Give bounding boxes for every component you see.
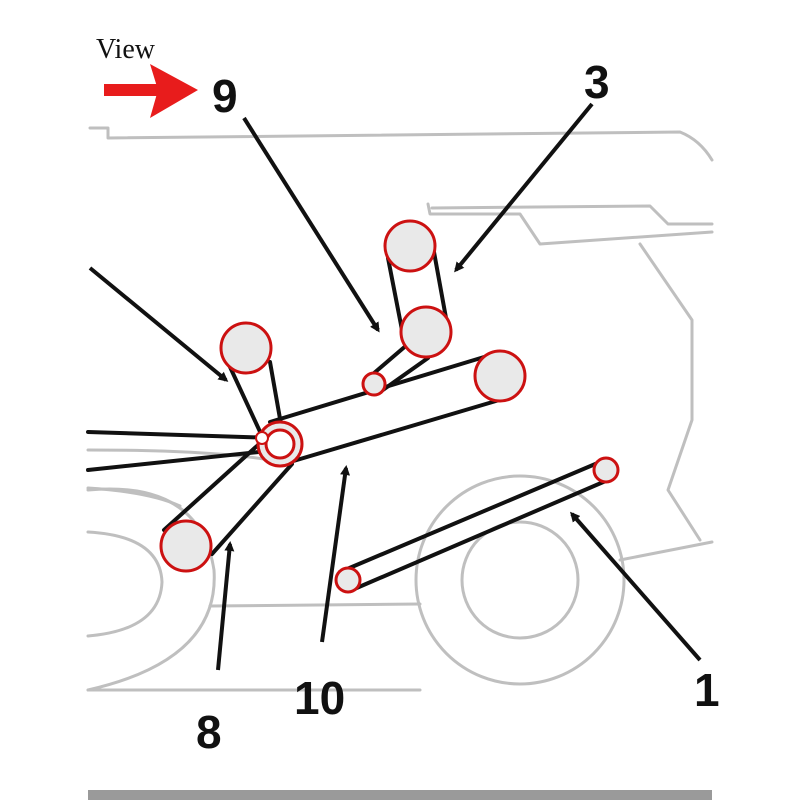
pulley-lower-left — [159, 519, 213, 573]
leader-left — [88, 266, 229, 382]
pulley-mid — [399, 305, 453, 359]
pulley-center-hub — [255, 431, 269, 445]
machine-outline — [86, 126, 714, 692]
machine-hood-line — [426, 202, 714, 246]
bottom-border-bar — [88, 790, 712, 800]
machine-frame-bottom — [208, 602, 422, 608]
view-label: View — [96, 34, 156, 65]
pulleys — [159, 219, 620, 594]
pulley-center-inner — [264, 428, 296, 460]
belt-10-bottom — [288, 396, 508, 464]
machine-side-line — [86, 448, 272, 462]
right-wheel-inner — [460, 520, 580, 640]
view-arrow-shaft — [104, 84, 166, 96]
leader-1 — [570, 511, 702, 662]
callouts: 9 3 8 10 1 — [196, 56, 720, 758]
pulley-upper-left — [219, 321, 273, 375]
belt-8-right — [210, 462, 294, 556]
callout-3: 3 — [584, 56, 610, 108]
left-wheel-outer — [86, 487, 216, 692]
pulley-small-idler — [361, 371, 387, 397]
leader-8 — [216, 541, 235, 671]
left-wheel-inner — [86, 530, 164, 638]
pulley-right — [473, 349, 527, 403]
machine-rear-panel — [638, 242, 702, 542]
belt-3-right — [432, 250, 448, 320]
leader-3 — [454, 102, 594, 273]
pulley-top — [383, 219, 437, 273]
callout-8: 8 — [196, 706, 222, 758]
right-wheel-outer — [414, 474, 626, 686]
pulley-belt1-right — [592, 456, 620, 484]
leader-10 — [320, 465, 350, 643]
machine-skirt-line — [618, 540, 714, 562]
view-indicator: View — [96, 34, 198, 118]
callout-1: 1 — [694, 664, 720, 716]
belt-left-a — [86, 430, 278, 440]
callout-9: 9 — [212, 70, 238, 122]
belt-8-left — [162, 434, 270, 532]
belt-left-b — [86, 448, 280, 472]
belt-1-bottom — [350, 478, 610, 592]
belt-upper-left-b — [268, 360, 284, 432]
leader-9 — [242, 116, 380, 333]
machine-hood-top — [430, 204, 714, 226]
belt-1-top — [338, 460, 602, 574]
callout-10: 10 — [294, 672, 345, 724]
view-arrow-icon — [150, 64, 198, 118]
leader-lines — [88, 102, 702, 671]
pulley-belt1-left — [334, 566, 362, 594]
belt-3-left — [386, 256, 404, 332]
machine-roof-line — [88, 126, 714, 162]
